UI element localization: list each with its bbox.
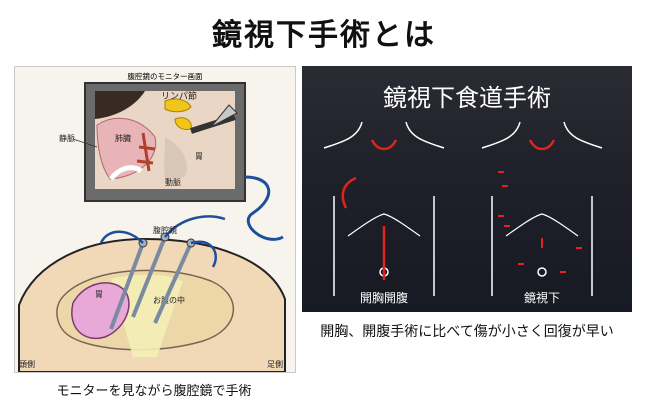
screen-dark-area xyxy=(95,91,145,119)
stomach-label: 胃 xyxy=(195,152,203,161)
forceps-left xyxy=(109,165,143,181)
open-surgery-label: 開胸開腹 xyxy=(360,290,408,305)
stomach-view xyxy=(164,137,187,179)
artery-label: 動脈 xyxy=(165,177,181,187)
inside-belly-label: お腹の中 xyxy=(153,295,185,305)
neck-incision-left xyxy=(370,139,398,151)
neck-incision-right xyxy=(528,139,556,151)
laparoscopic-torso xyxy=(481,121,603,296)
tube-1 xyxy=(190,240,217,268)
vessels xyxy=(136,132,156,172)
forceps-tip xyxy=(210,104,238,128)
lung-label: 肺臓 xyxy=(115,133,131,143)
vein-pointer xyxy=(72,138,98,148)
foot-side-label: 足側 xyxy=(267,359,283,369)
right-caption: 開胸、開腹手術に比べて傷が小さく回復が早い xyxy=(320,324,614,340)
chest-incision xyxy=(341,176,357,209)
instrument-2 xyxy=(131,236,167,318)
page-title: 鏡視下手術とは xyxy=(212,18,436,53)
instrument-3 xyxy=(153,242,193,324)
laparoscope-label: 腹腔鏡 xyxy=(153,225,177,235)
vein-label: 静脈 xyxy=(59,133,75,143)
left-caption: モニターを見ながら腹腔鏡で手術 xyxy=(56,384,252,399)
port-incisions xyxy=(498,171,582,273)
instrument-1 xyxy=(109,242,145,330)
head-side-label: 頭側 xyxy=(19,359,35,369)
lymph-label: リンパ節 xyxy=(161,90,197,102)
light-cone xyxy=(111,274,183,357)
surgery-comparison-drawing: 鏡視下食道手術 開胸開腹 xyxy=(323,84,603,305)
open-surgery-torso xyxy=(323,121,445,296)
lymph-node xyxy=(164,98,192,113)
tube-2 xyxy=(99,230,144,244)
monitor-cable xyxy=(244,175,284,241)
belly-stomach-label: 胃 xyxy=(95,290,103,299)
scope-cable xyxy=(164,215,226,238)
esophageal-surgery-slide: 鏡視下食道手術 開胸開腹 xyxy=(302,66,632,312)
laparoscopy-drawing: 腹腔鏡のモニター画面 リンパ節 肺臓 静脈 胃 動脈 胃 お腹の中 腹腔鏡 頭側… xyxy=(18,71,286,372)
laparoscopy-illustration: 腹腔鏡のモニター画面 リンパ節 肺臓 静脈 胃 動脈 胃 お腹の中 腹腔鏡 頭側… xyxy=(14,66,296,373)
slide-title: 鏡視下食道手術 xyxy=(383,84,551,112)
navel-right xyxy=(537,267,547,277)
monitor-label: 腹腔鏡のモニター画面 xyxy=(128,71,203,81)
laparoscopic-label: 鏡視下 xyxy=(524,290,560,305)
